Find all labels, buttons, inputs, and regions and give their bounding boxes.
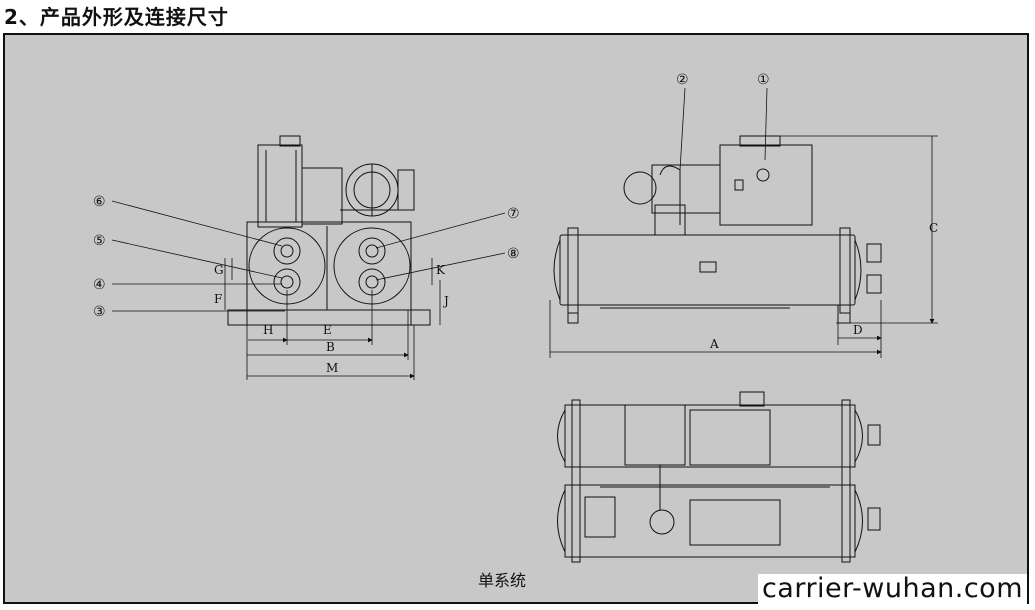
dim-label-c: C (929, 221, 938, 235)
callout-6: ⑥ (93, 194, 106, 210)
callout-7: ⑦ (507, 206, 520, 222)
dim-label-d: D (853, 323, 863, 337)
caption: 单系统 (478, 571, 527, 590)
callout-5: ⑤ (93, 233, 106, 249)
callout-3: ③ (93, 304, 106, 320)
front-view (553, 135, 882, 324)
callout-8: ⑧ (507, 246, 520, 262)
dim-label-a: A (709, 337, 719, 351)
dim-label-g: G (214, 263, 224, 277)
watermark: carrier-wuhan.com (757, 574, 1027, 604)
section-heading: 2、产品外形及连接尺寸 (4, 5, 229, 29)
callout-1: ① (757, 72, 770, 88)
dim-label-b: B (326, 340, 335, 354)
dim-label-j: J (442, 294, 449, 308)
end-view (227, 135, 431, 326)
dim-label-h: H (263, 323, 273, 337)
end-view-leaders (111, 200, 506, 312)
dim-label-f: F (214, 292, 222, 306)
dim-label-m: M (326, 361, 338, 375)
dim-label-e: E (323, 323, 332, 337)
front-view-dimensions (549, 87, 938, 358)
top-view (557, 391, 881, 563)
dim-label-k: K (436, 263, 446, 277)
drawing-frame (3, 33, 1029, 604)
callout-4: ④ (93, 277, 106, 293)
callout-2: ② (676, 72, 689, 88)
